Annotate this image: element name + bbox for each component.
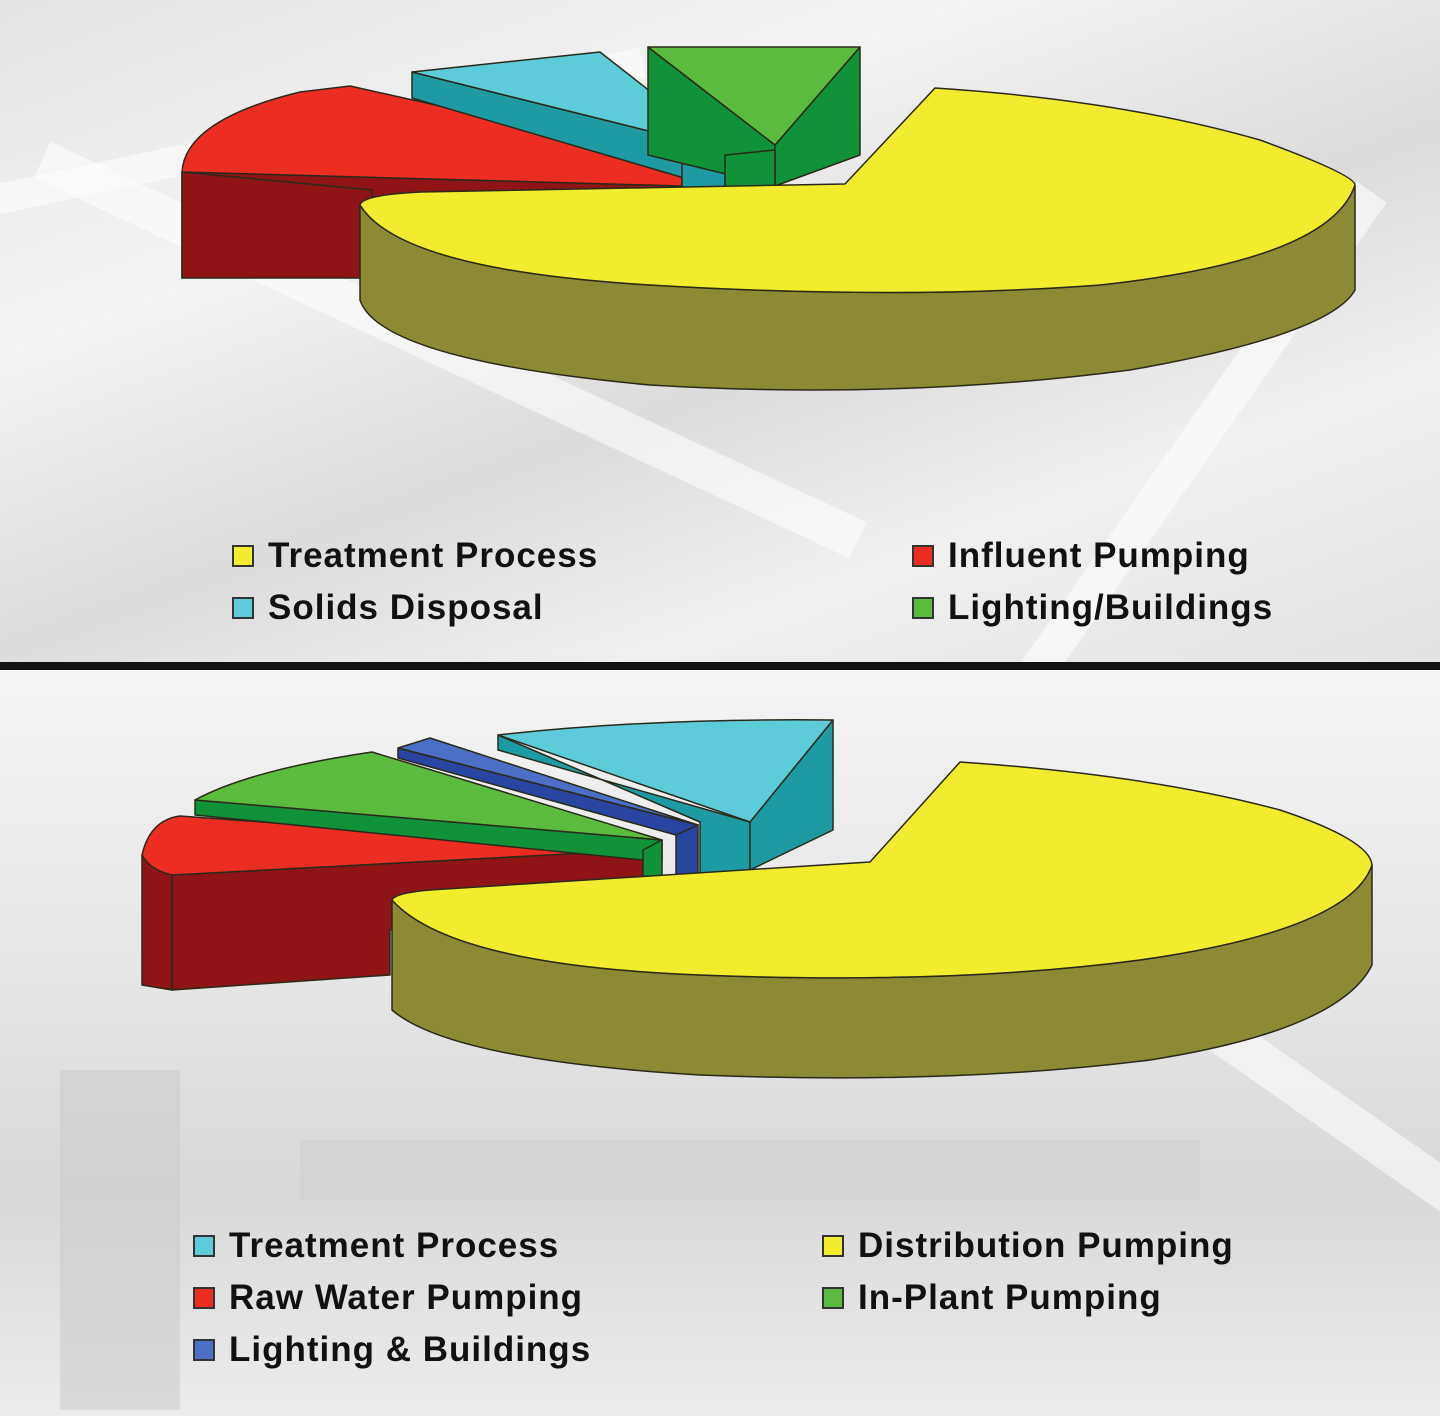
legend-item-lighting-buildings: Lighting/Buildings: [912, 588, 1273, 628]
legend-swatch-red: [193, 1287, 215, 1309]
top-chart-panel: Treatment Process Influent Pumping Solid…: [0, 0, 1440, 662]
bottom-chart-panel: Treatment Process Distribution Pumping R…: [0, 670, 1440, 1416]
slice-lighting-buildings-top: [647, 46, 861, 146]
legend-swatch-green: [822, 1287, 844, 1309]
legend-item-raw-water-pumping: Raw Water Pumping: [193, 1278, 583, 1318]
legend-swatch-yellow: [232, 545, 254, 567]
legend-item-in-plant-pumping: In-Plant Pumping: [822, 1278, 1162, 1318]
legend-swatch-cyan: [232, 597, 254, 619]
legend-label: Solids Disposal: [268, 588, 544, 627]
background-photo-texture: [60, 1070, 180, 1410]
legend-item-distribution-pumping: Distribution Pumping: [822, 1226, 1234, 1266]
legend-label: Treatment Process: [229, 1226, 560, 1265]
background-photo-texture: [300, 1140, 1200, 1200]
slice-lighting-buildings-top: [397, 737, 699, 826]
legend-label: Lighting/Buildings: [948, 588, 1274, 627]
slice-influent-pumping-top: [181, 85, 683, 187]
legend-swatch-yellow: [822, 1235, 844, 1257]
legend-item-treatment-process: Treatment Process: [193, 1226, 559, 1266]
legend-swatch-red: [912, 545, 934, 567]
legend-label: Distribution Pumping: [858, 1226, 1234, 1265]
legend-label: Treatment Process: [268, 536, 599, 575]
legend-label: Raw Water Pumping: [229, 1278, 584, 1317]
legend-swatch-cyan: [193, 1235, 215, 1257]
legend-label: Influent Pumping: [948, 536, 1250, 575]
legend-item-influent-pumping: Influent Pumping: [912, 536, 1250, 576]
legend-swatch-blue: [193, 1339, 215, 1361]
bottom-pie-chart: [141, 719, 1373, 1079]
slice-distribution-pumping-top: [391, 761, 1373, 979]
slice-treatment-process-top: [497, 719, 834, 823]
legend-label: In-Plant Pumping: [858, 1278, 1162, 1317]
legend-item-lighting-and-buildings: Lighting & Buildings: [193, 1330, 591, 1370]
legend-label: Lighting & Buildings: [229, 1330, 592, 1369]
legend-item-treatment-process: Treatment Process: [232, 536, 598, 576]
top-pie-chart: [181, 46, 1356, 391]
slice-in-plant-pumping-top: [194, 751, 663, 841]
panel-divider: [0, 662, 1440, 670]
legend-item-solids-disposal: Solids Disposal: [232, 588, 544, 628]
legend-swatch-green: [912, 597, 934, 619]
slice-treatment-process-top: [359, 87, 1356, 294]
